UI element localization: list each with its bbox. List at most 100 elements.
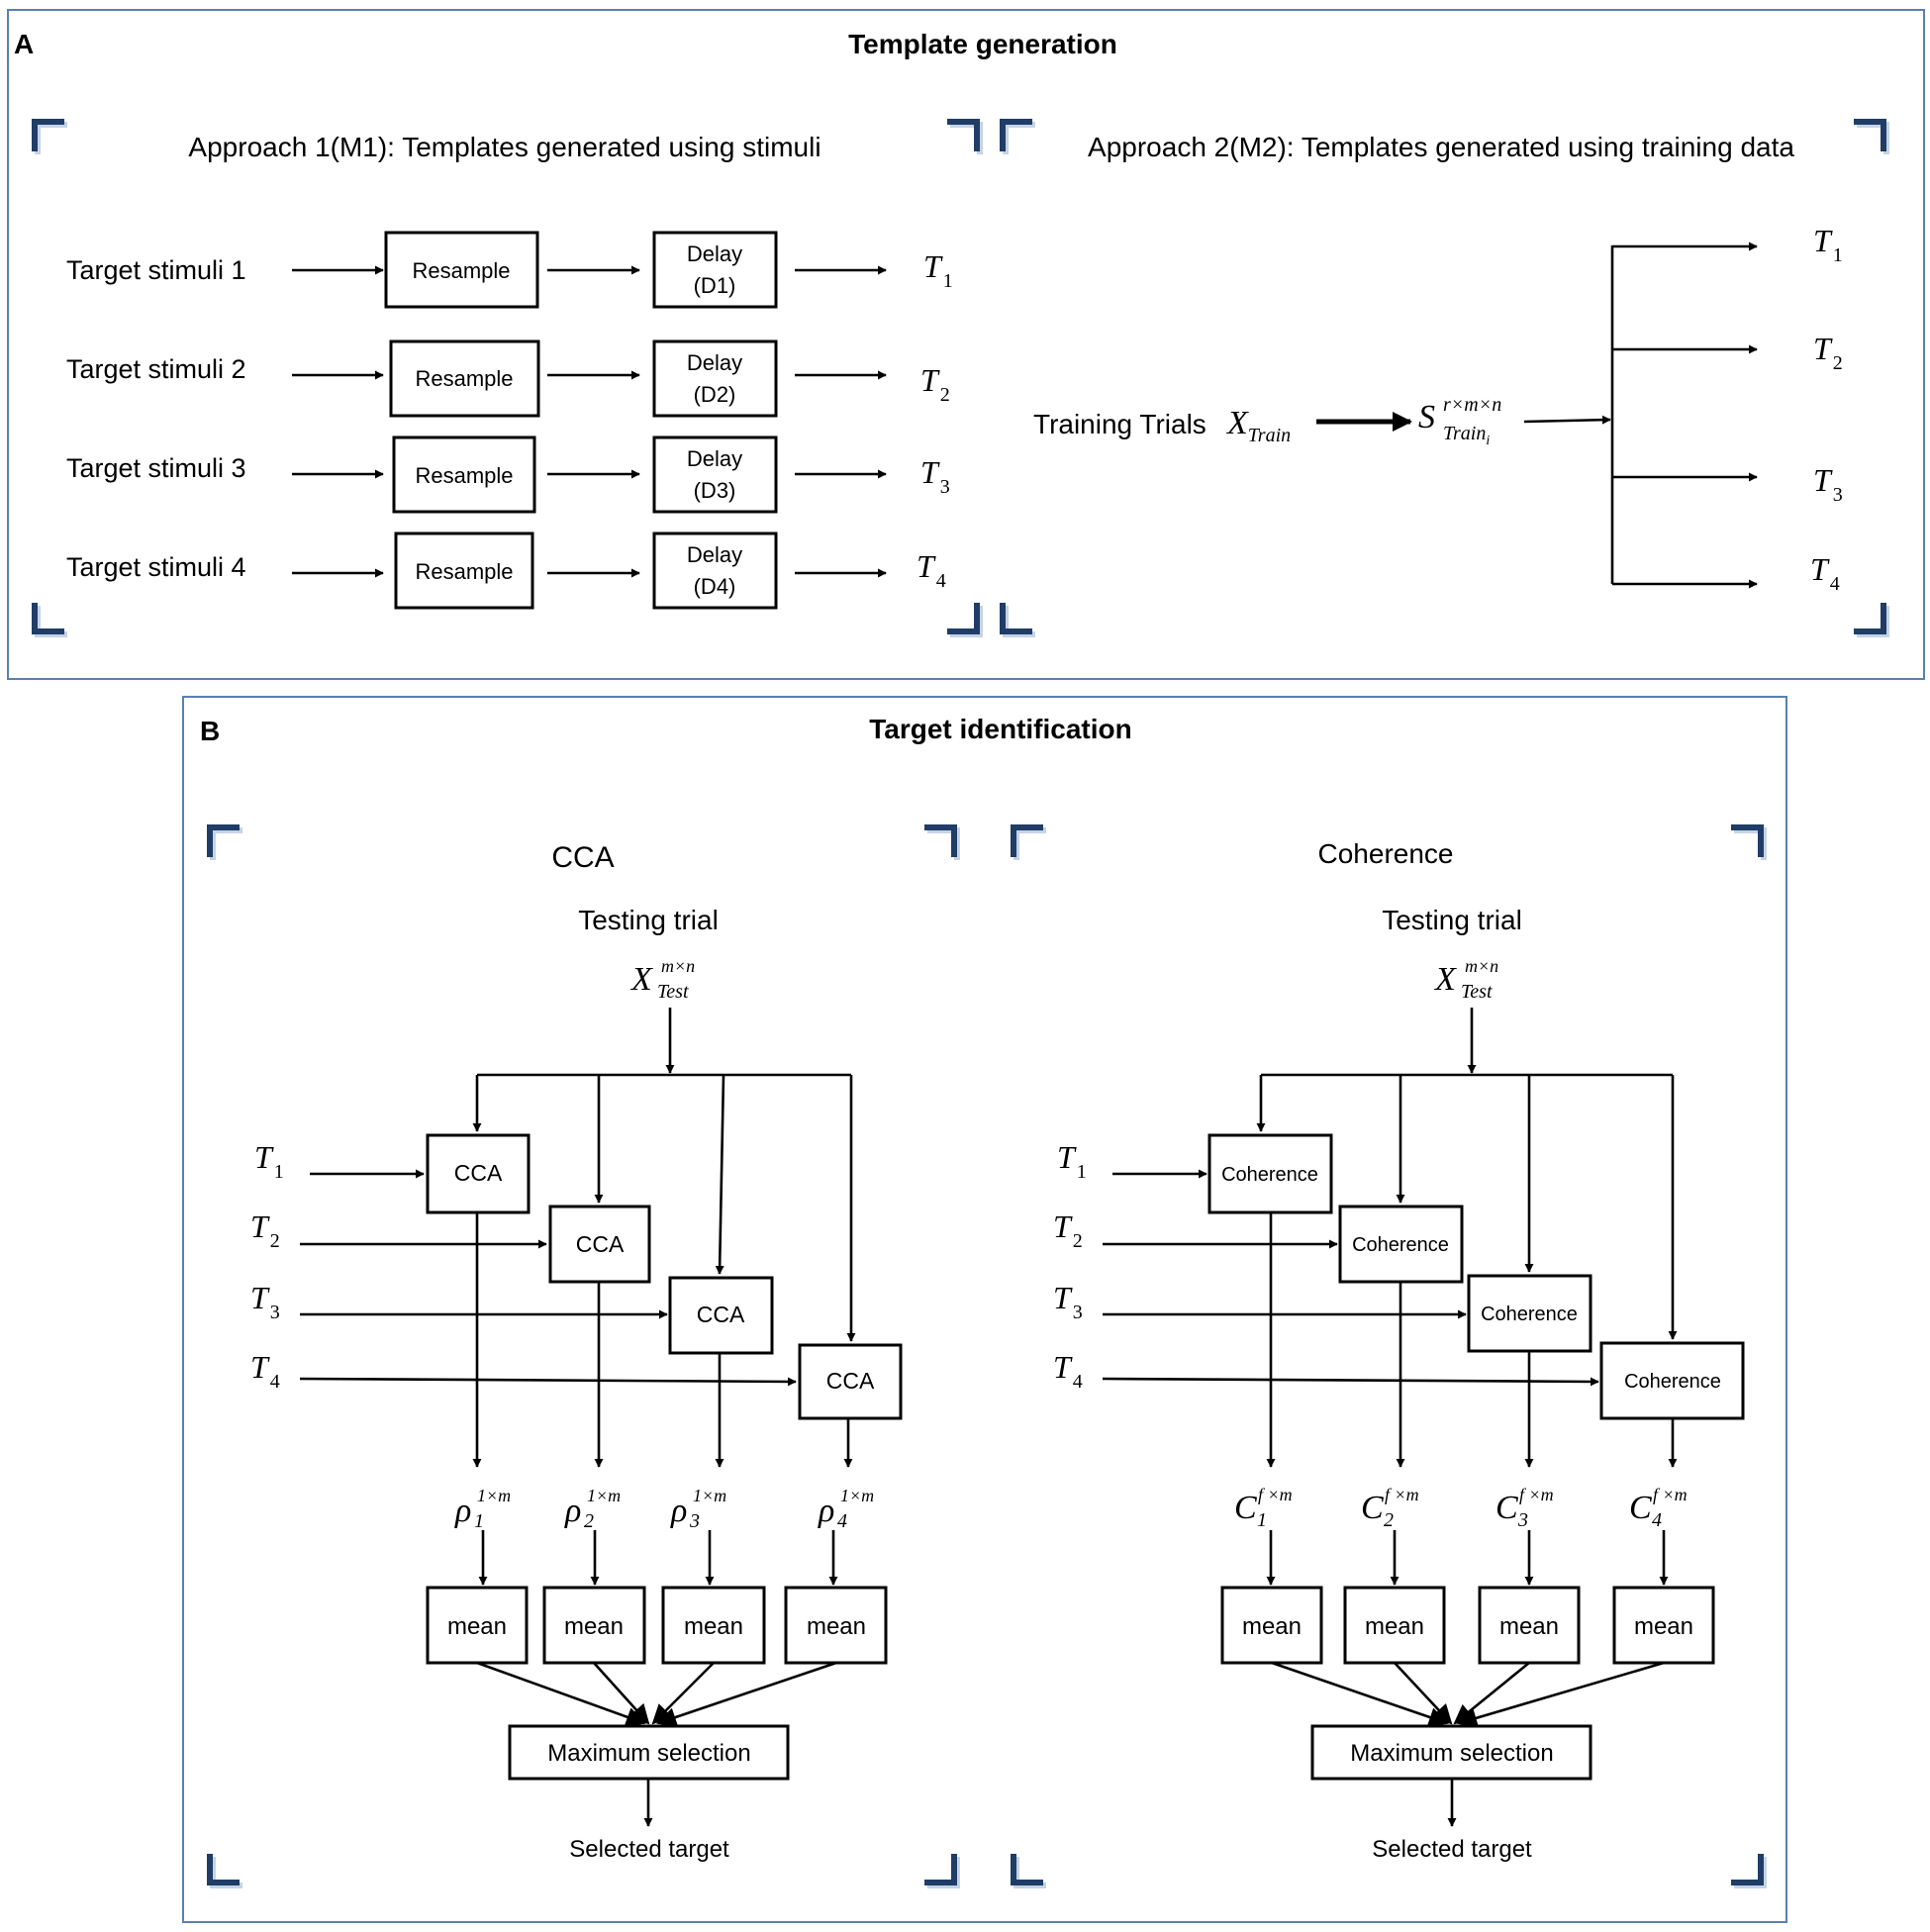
resample-box <box>394 531 534 610</box>
x-test-superscript: m×n <box>661 956 695 976</box>
coherence-title: Coherence <box>1318 838 1454 869</box>
panel-b-letter: B <box>200 716 220 746</box>
mean-label: mean <box>1365 1613 1424 1640</box>
x-test-symbol: X <box>1433 961 1457 998</box>
mean-box <box>661 1586 766 1665</box>
arrow <box>656 1661 837 1727</box>
panel-b-border <box>182 696 1787 1923</box>
resample-box <box>392 435 536 514</box>
arrow <box>1102 1377 1599 1387</box>
x-test-superscript: m×n <box>1465 956 1498 976</box>
max-selection-box <box>1310 1724 1592 1781</box>
svg-text:4: 4 <box>837 1510 847 1532</box>
s-train-superscript: r×m×n <box>1443 394 1501 416</box>
max-selection-label: Maximum selection <box>1350 1740 1553 1767</box>
approach-2: Approach 2(M2): Templates generated usin… <box>1033 132 1843 595</box>
max-selection-label: Maximum selection <box>547 1740 750 1767</box>
mean-box <box>784 1586 888 1665</box>
coherence-block <box>1599 1341 1745 1420</box>
delay-id: (D4) <box>694 574 736 599</box>
x-test-subscript: Test <box>657 981 689 1003</box>
mean-label: mean <box>807 1613 866 1640</box>
mean-box <box>1478 1586 1581 1665</box>
delay-label: Delay <box>687 446 742 471</box>
approach-1-title: Approach 1(M1): Templates generated usin… <box>188 132 820 162</box>
arrow <box>1457 1661 1665 1728</box>
s-train-subscript: Traini <box>1443 423 1490 448</box>
svg-text:C: C <box>1496 1490 1518 1526</box>
panel-a-corner-brackets <box>32 119 1889 637</box>
cca-block-label: CCA <box>697 1302 745 1327</box>
arrow <box>299 1377 797 1387</box>
svg-text:1×m: 1×m <box>477 1486 511 1505</box>
mean-label: mean <box>684 1613 743 1640</box>
resample-label: Resample <box>415 559 513 584</box>
panel-a: A Template generation Approach 1(M1): Te… <box>7 9 1925 680</box>
mean-label: mean <box>564 1613 624 1640</box>
panel-a-letter: A <box>14 29 34 59</box>
svg-text:f ×m: f ×m <box>1258 1485 1293 1504</box>
delay-box <box>652 435 778 514</box>
mean-box <box>1343 1586 1446 1665</box>
delay-label: Delay <box>687 242 742 266</box>
arrow <box>1523 415 1611 425</box>
panel-b-corner-brackets <box>207 824 1767 1888</box>
arrow <box>476 1661 646 1727</box>
coherence-block-label: Coherence <box>1624 1371 1721 1393</box>
cca-block-label: CCA <box>454 1160 503 1186</box>
panel-b-title: Target identification <box>869 714 1132 744</box>
svg-text:3: 3 <box>689 1510 700 1532</box>
svg-text:2: 2 <box>584 1510 594 1532</box>
selected-target-label: Selected target <box>1372 1836 1532 1863</box>
svg-text:2: 2 <box>1384 1509 1394 1531</box>
approach-2-title: Approach 2(M2): Templates generated usin… <box>1088 132 1794 162</box>
cca-block <box>668 1276 774 1355</box>
svg-text:1: 1 <box>1257 1509 1267 1531</box>
arrow <box>715 1074 725 1275</box>
mean-label: mean <box>1634 1613 1693 1640</box>
svg-text:f ×m: f ×m <box>1519 1485 1554 1504</box>
mean-label: mean <box>1499 1613 1559 1640</box>
rho-output: ρ 1×m 2 <box>564 1486 621 1532</box>
cca-block <box>426 1133 531 1214</box>
delay-id: (D3) <box>694 478 736 503</box>
svg-text:1: 1 <box>474 1510 484 1532</box>
svg-text:1×m: 1×m <box>840 1486 874 1505</box>
mean-box <box>1220 1586 1323 1665</box>
delay-id: (D2) <box>694 382 736 407</box>
cca-title: CCA <box>551 841 614 874</box>
mean-label: mean <box>1242 1613 1302 1640</box>
mean-box <box>426 1586 529 1665</box>
cca-block-label: CCA <box>826 1368 875 1394</box>
delay-box <box>652 339 778 418</box>
max-selection-box <box>508 1724 790 1781</box>
coherence-output: C f ×m 3 <box>1496 1485 1554 1531</box>
svg-text:C: C <box>1234 1490 1257 1526</box>
stimulus-label: Target stimuli 3 <box>66 453 246 483</box>
delay-label: Delay <box>687 350 742 375</box>
coherence-output: C f ×m 4 <box>1629 1485 1688 1531</box>
coherence-block-label: Coherence <box>1481 1304 1578 1325</box>
svg-text:1×m: 1×m <box>587 1486 621 1505</box>
coherence-output: C f ×m 1 <box>1234 1485 1293 1531</box>
delay-box <box>652 231 778 309</box>
svg-text:C: C <box>1629 1490 1652 1526</box>
panel-b: B Target identification CCA Testing tria… <box>182 696 1787 1923</box>
stimulus-label: Target stimuli 4 <box>66 552 246 582</box>
stimulus-label: Target stimuli 2 <box>66 354 246 384</box>
x-test-subscript: Test <box>1461 981 1493 1003</box>
